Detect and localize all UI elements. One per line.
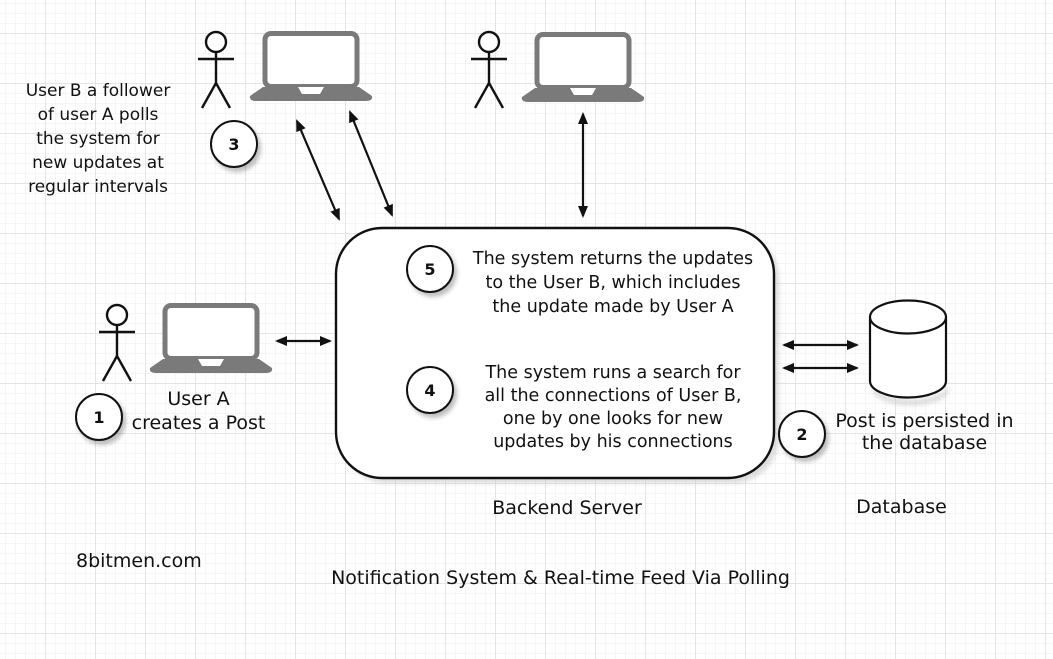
- database-label: Database: [856, 496, 947, 518]
- laptop-user-b2-icon: [522, 35, 644, 103]
- step-5-note: The system returns the updates to the Us…: [472, 249, 754, 317]
- step-1-note: User A creates a Post: [131, 388, 266, 434]
- arrow-userb-poll-1: [295, 119, 341, 221]
- stick-figure-user-b2-icon: [469, 30, 509, 110]
- step-4-note: The system runs a search for all the con…: [484, 363, 742, 452]
- watermark: 8bitmen.com: [76, 550, 202, 572]
- stick-figure-user-a-icon: [97, 303, 137, 383]
- step-3-number: 3: [228, 134, 240, 154]
- stick-figure-user-b1-icon: [196, 30, 236, 110]
- arrow-userb-poll-2: [348, 110, 394, 217]
- step-1-number: 1: [93, 407, 105, 427]
- step-2-badge: 2: [778, 410, 826, 458]
- database-cylinder-top-icon: [868, 299, 948, 335]
- step-4-number: 4: [424, 380, 436, 400]
- diagram-title: Notification System & Real-time Feed Via…: [331, 567, 790, 589]
- step-2-number: 2: [796, 424, 808, 444]
- step-5-badge: 5: [406, 245, 454, 293]
- step-3-note: User B a follower of user A polls the sy…: [25, 81, 171, 197]
- step-3-badge: 3: [210, 120, 258, 168]
- step-1-badge: 1: [75, 393, 123, 441]
- database-cylinder-icon: [868, 317, 948, 399]
- database-cylinder-shadow: [873, 383, 949, 406]
- laptop-user-b1-icon: [250, 34, 372, 102]
- laptop-user-a-icon: [150, 306, 272, 374]
- step-4-badge: 4: [406, 366, 454, 414]
- backend-server-box: [334, 226, 776, 480]
- step-2-note: Post is persisted in the database: [835, 410, 1014, 454]
- step-5-number: 5: [424, 259, 436, 279]
- backend-server-label: Backend Server: [492, 497, 642, 519]
